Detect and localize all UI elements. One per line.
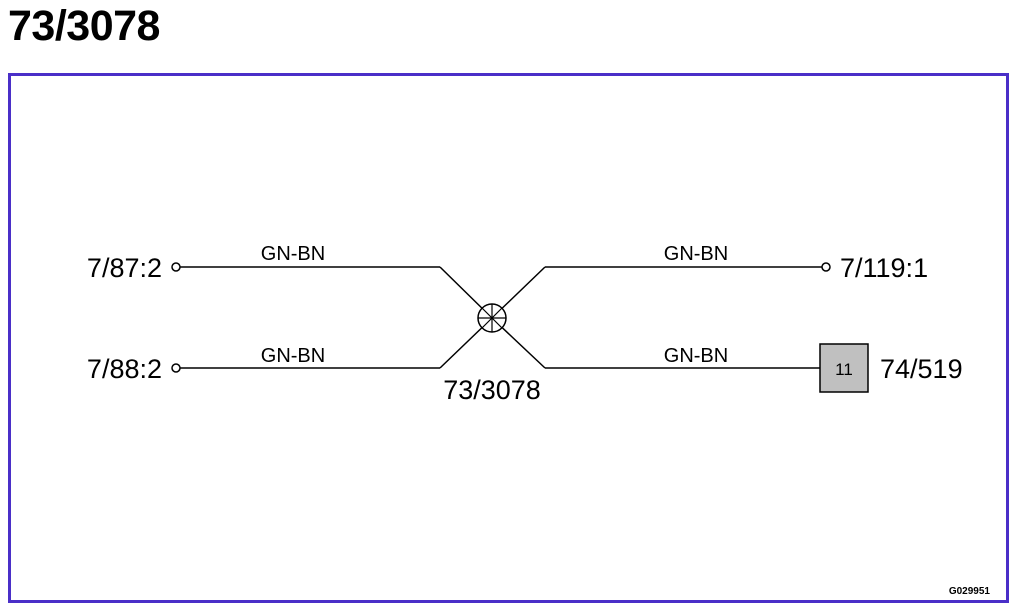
connector-terminal-left-top[interactable]	[171, 262, 181, 272]
connector-label-left-bottom: 7/88:2	[87, 354, 162, 384]
connector-label-left-top: 7/87:2	[87, 253, 162, 283]
wire-color-right-top: GN-BN	[664, 243, 728, 265]
splice-icon[interactable]	[477, 303, 507, 333]
connector-label-right-top: 7/119:1	[840, 253, 928, 283]
wire-color-left-top: GN-BN	[261, 243, 325, 265]
connector-terminal-right-top[interactable]	[821, 262, 831, 272]
wire-color-right-bottom: GN-BN	[664, 345, 728, 367]
drawing-code: G029951	[949, 586, 991, 597]
connector-label-right-bottom: 74/519	[880, 354, 963, 384]
splice-label: 73/3078	[443, 375, 541, 405]
wire-color-left-bottom: GN-BN	[261, 345, 325, 367]
diagram-frame	[8, 73, 1009, 603]
connector-pin-number: 11	[835, 360, 853, 379]
connector-pin-box[interactable]	[819, 343, 869, 393]
connector-terminal-left-bottom[interactable]	[171, 363, 181, 373]
page-title: 73/3078	[8, 2, 160, 50]
